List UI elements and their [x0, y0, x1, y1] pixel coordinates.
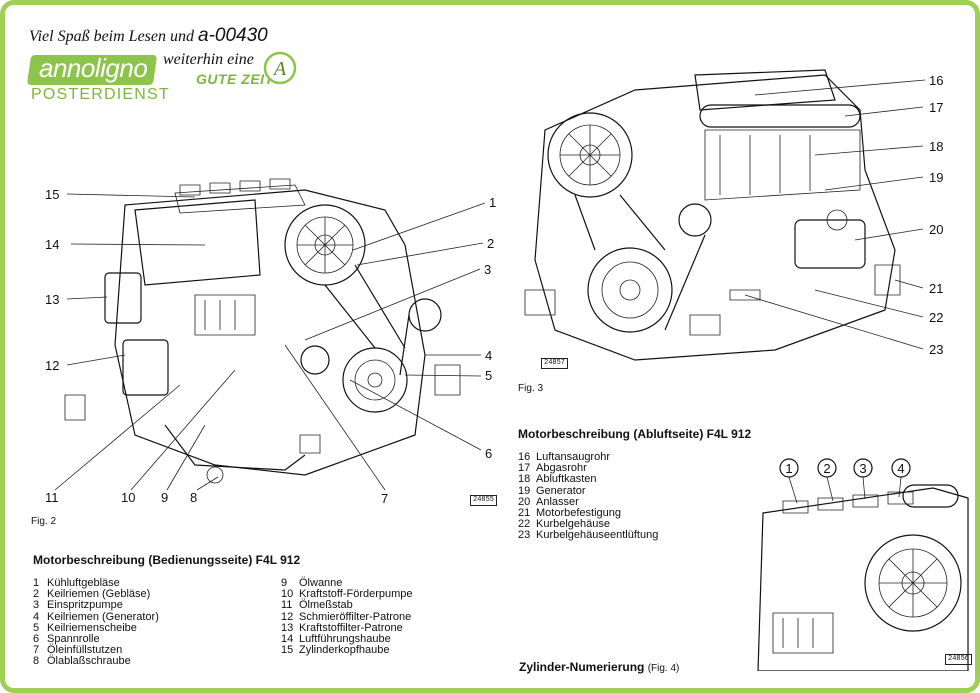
- engine-body: [757, 484, 969, 671]
- callout-1: 1: [489, 195, 496, 210]
- fig3-stamp: 24857: [541, 358, 569, 369]
- tagline-slogan: GUTE ZEIT: [196, 71, 274, 87]
- callout-17: 17: [929, 100, 943, 115]
- cylinder-1: 1: [785, 461, 792, 476]
- fig3-leader-lines: [744, 79, 926, 350]
- callout-20: 20: [929, 222, 943, 237]
- logo-subtitle: POSTERDIENST: [31, 86, 170, 103]
- cylinder-4: 4: [897, 461, 904, 476]
- logo-mark: A: [272, 58, 287, 80]
- article-code: a-00430: [198, 25, 268, 46]
- callout-2: 2: [487, 236, 494, 251]
- tagline: Viel Spaß beim Lesen und a-00430: [29, 25, 268, 46]
- callout-8: 8: [190, 490, 197, 505]
- callout-14: 14: [45, 237, 59, 252]
- callout-22: 22: [929, 310, 943, 325]
- callout-7: 7: [381, 491, 388, 506]
- callout-4: 4: [485, 348, 492, 363]
- engine-drawing-operator-side: 1 2 3 4 5 6 7 8 9 10 11 12 13 14 15: [45, 178, 496, 506]
- fig3-label: Fig. 3: [518, 383, 544, 394]
- fig4-caption: Zylinder-Numerierung (Fig. 4): [519, 660, 679, 674]
- callout-15: 15: [45, 187, 59, 202]
- callout-13: 13: [45, 292, 59, 307]
- fig4-cylinder-markers: 1 2 3 4: [779, 458, 911, 504]
- engine-body: [64, 178, 461, 484]
- engine-body: [524, 69, 901, 361]
- callout-23: 23: [929, 342, 943, 357]
- cylinder-numbering-drawing: 1 2 3 4: [757, 458, 969, 671]
- callout-18: 18: [929, 139, 943, 154]
- callout-5: 5: [485, 368, 492, 383]
- callout-3: 3: [484, 262, 491, 277]
- callout-9: 9: [161, 490, 168, 505]
- callout-12: 12: [45, 358, 59, 373]
- callout-10: 10: [121, 490, 135, 505]
- fig2-stamp: 24855: [470, 495, 498, 506]
- callout-6: 6: [485, 446, 492, 461]
- engine-drawing-exhaust-side: 16 17 18 19 20 21 22 23: [524, 69, 943, 361]
- fig4-title: Zylinder-Numerierung: [519, 660, 645, 674]
- fig2-label: Fig. 2: [31, 516, 57, 527]
- fig3-legend-title: Motorbeschreibung (Abluftseite) F4L 912: [518, 427, 752, 441]
- fig2-legend-title: Motorbeschreibung (Bedienungsseite) F4L …: [33, 553, 301, 567]
- callout-19: 19: [929, 170, 943, 185]
- cylinder-3: 3: [859, 461, 866, 476]
- fig2-leader-lines: [54, 193, 486, 491]
- callout-21: 21: [929, 281, 943, 296]
- callout-16: 16: [929, 73, 943, 88]
- tagline-line-2: weiterhin eine: [163, 51, 254, 68]
- fig4-stamp: 24856: [945, 654, 973, 665]
- cylinder-2: 2: [823, 461, 830, 476]
- fig4-label: (Fig. 4): [647, 663, 680, 674]
- fig2-callouts: 1 2 3 4 5 6 7 8 9 10 11 12 13 14 15: [45, 187, 496, 506]
- logo-a-icon: A: [263, 51, 297, 85]
- callout-11: 11: [45, 490, 59, 505]
- logo-name: annoligno: [39, 53, 148, 83]
- fig3-callouts: 16 17 18 19 20 21 22 23: [929, 73, 943, 357]
